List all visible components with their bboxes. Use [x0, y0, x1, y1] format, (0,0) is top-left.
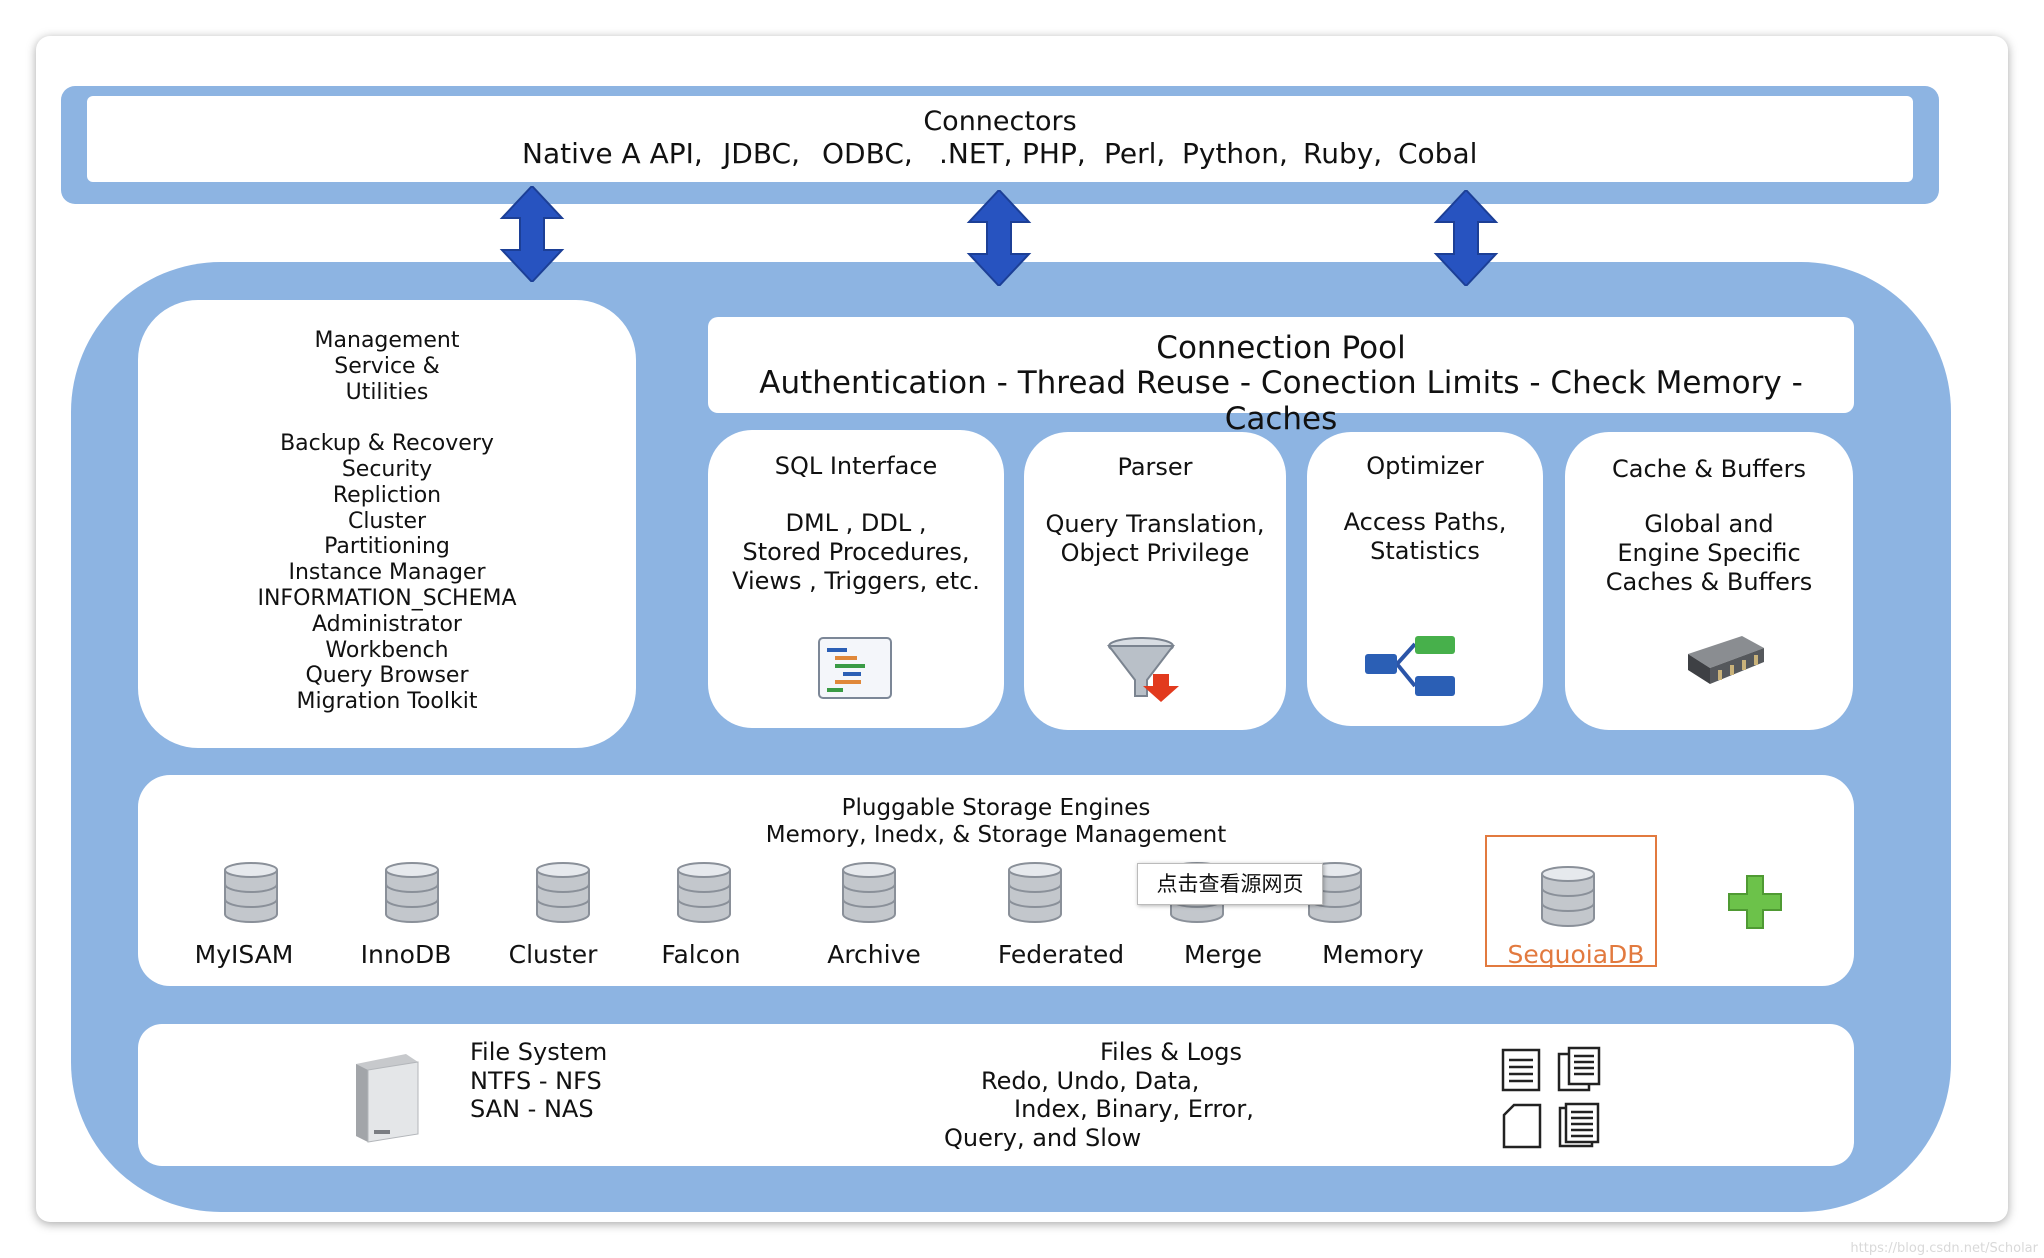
- connector-item: .NET,: [939, 137, 1013, 170]
- connector-item: Cobal: [1398, 137, 1478, 170]
- database-icon: [1541, 866, 1595, 927]
- engine-label: Merge: [1183, 940, 1263, 969]
- parser-desc: Query Translation, Object Privilege: [1045, 510, 1265, 567]
- management-text: Management Service & Utilities Backup & …: [257, 328, 517, 715]
- connectors-box: [87, 96, 1913, 182]
- tree-icon: [1365, 636, 1455, 696]
- files-logs-line: Query, and Slow: [944, 1124, 1142, 1152]
- engine-label: Falcon: [661, 940, 741, 969]
- engine-label: Federated: [997, 940, 1125, 969]
- management-box: [138, 300, 636, 748]
- engine-label: Memory: [1322, 940, 1424, 969]
- cache-buffers-desc: Global and Engine Specific Caches & Buff…: [1605, 510, 1813, 596]
- connector-item: Ruby,: [1303, 137, 1383, 170]
- double-arrow-icon: [499, 186, 565, 282]
- database-icon: [536, 862, 590, 923]
- watermark: https://blog.csdn.net/Scholar: [1850, 1241, 2038, 1256]
- sql-interface-title: SQL Interface: [774, 452, 938, 480]
- view-source-tooltip[interactable]: 点击查看源网页: [1137, 863, 1323, 905]
- files-logs-title: Files & Logs: [1100, 1038, 1243, 1066]
- database-icon: [385, 862, 439, 923]
- connectors-list: Native A API, JDBC, ODBC, .NET, PHP, Per…: [87, 137, 1913, 173]
- database-icon: [224, 862, 278, 923]
- engine-label: InnoDB: [360, 940, 452, 969]
- sequoiadb-highlight: [1485, 835, 1657, 967]
- document-icon: [1501, 1048, 1541, 1092]
- database-icon: [677, 862, 731, 923]
- stacked-documents-icon: [1558, 1102, 1600, 1148]
- connector-item: JDBC,: [723, 137, 800, 170]
- optimizer-title: Optimizer: [1366, 452, 1484, 480]
- plus-icon[interactable]: [1727, 874, 1783, 930]
- engine-label-sequoiadb: SequoiaDB: [1507, 940, 1645, 969]
- sql-interface-icon: [818, 637, 892, 699]
- engine-label: Archive: [827, 940, 921, 969]
- database-icon: [1008, 862, 1062, 923]
- connector-item: Python,: [1182, 137, 1288, 170]
- optimizer-desc: Access Paths, Statistics: [1343, 508, 1507, 565]
- cache-buffers-title: Cache & Buffers: [1612, 455, 1806, 483]
- connection-pool-box: [708, 317, 1854, 413]
- file-system-text: File System NTFS - NFS SAN - NAS: [470, 1038, 608, 1123]
- connection-pool-title: Connection Pool: [1156, 330, 1406, 366]
- parser-title: Parser: [1117, 453, 1193, 481]
- blank-document-icon: [1502, 1103, 1542, 1149]
- connector-item: PHP,: [1022, 137, 1086, 170]
- memory-chip-icon: [1688, 636, 1764, 684]
- double-arrow-icon: [966, 190, 1032, 286]
- connector-item: ODBC,: [822, 137, 913, 170]
- sql-interface-desc: DML , DDL , Stored Procedures, Views , T…: [732, 509, 980, 595]
- connector-item: Perl,: [1104, 137, 1166, 170]
- storage-engines-subtitle: Memory, Inedx, & Storage Management: [765, 822, 1227, 848]
- engine-label: MyISAM: [194, 940, 294, 969]
- hard-drive-icon: [356, 1054, 419, 1143]
- double-arrow-icon: [1433, 190, 1499, 286]
- database-icon: [842, 862, 896, 923]
- connector-item: Native A API,: [522, 137, 703, 170]
- engine-label: Cluster: [508, 940, 598, 969]
- connection-pool-subtitle: Authentication - Thread Reuse - Conectio…: [759, 365, 1803, 437]
- documents-icon: [1557, 1046, 1601, 1092]
- files-logs-line: Redo, Undo, Data,: [981, 1067, 1200, 1095]
- connectors-title: Connectors: [923, 106, 1077, 137]
- funnel-icon: [1107, 637, 1179, 702]
- files-logs-line: Index, Binary, Error,: [1014, 1095, 1254, 1123]
- storage-engines-title: Pluggable Storage Engines: [841, 795, 1151, 821]
